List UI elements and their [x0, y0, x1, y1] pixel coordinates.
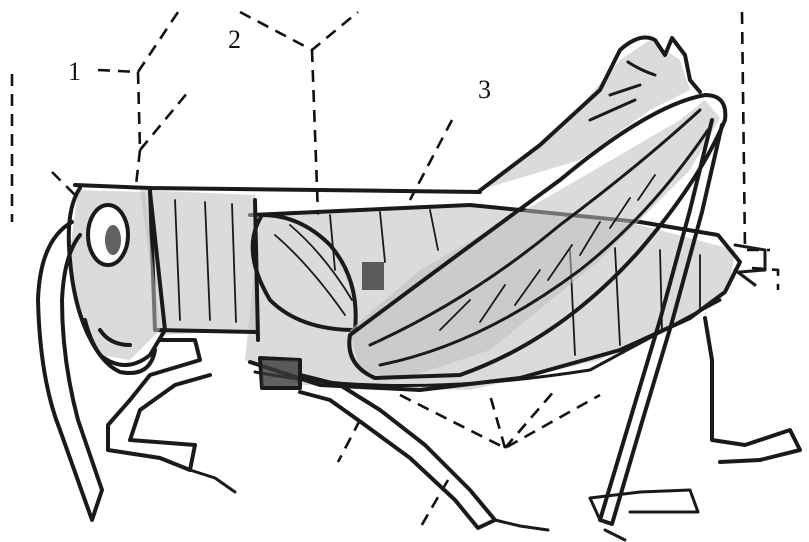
- compound-eye-pupil: [105, 225, 121, 255]
- label-1: 1: [68, 57, 81, 86]
- front-leg: [108, 340, 210, 470]
- far-hind-leg: [705, 318, 800, 462]
- front-leg-tarsus: [190, 470, 235, 492]
- label-3: 3: [478, 75, 491, 104]
- tympanum: [362, 262, 384, 290]
- leader-2-a: [240, 12, 358, 50]
- labels: 1 2 3: [68, 25, 491, 104]
- middle-leg-femur: [300, 375, 495, 528]
- leader-lower-a: [338, 420, 360, 462]
- leader-1-a: [98, 70, 140, 150]
- grasshopper-body: [38, 38, 800, 540]
- label-2: 2: [228, 25, 241, 54]
- leader-abdomen-a: [400, 395, 600, 448]
- middle-leg-tarsus: [495, 520, 548, 530]
- leader-3-a: [410, 120, 452, 200]
- middle-leg-coxa: [262, 360, 298, 386]
- leader-abdomen-b: [490, 395, 505, 448]
- leader-1-d: [136, 150, 140, 185]
- leader-abdomen-c: [505, 390, 555, 448]
- hind-tarsus: [590, 490, 698, 540]
- leader-1-c: [140, 92, 188, 150]
- leader-1-b: [138, 12, 178, 72]
- leader-right-bracket: [742, 12, 770, 250]
